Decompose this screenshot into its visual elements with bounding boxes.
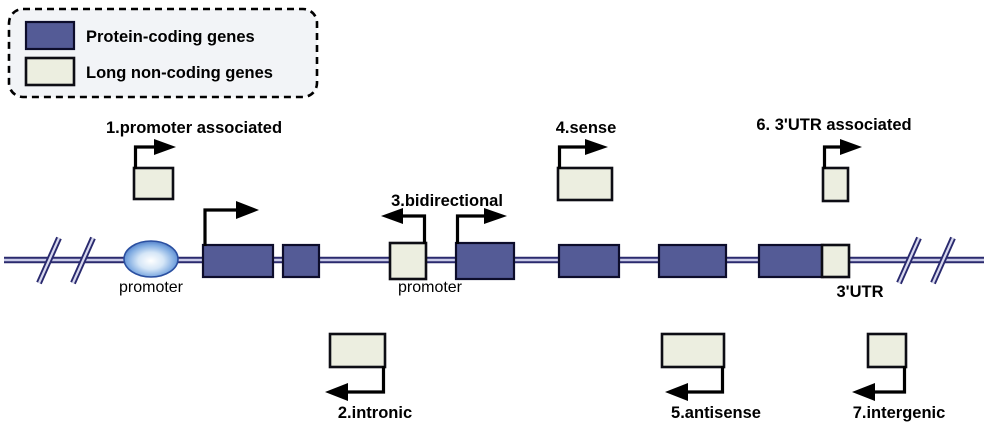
promoter-label-bidirectional: promoter <box>398 279 463 296</box>
category-3-label: 3.bidirectional <box>391 192 503 210</box>
break-marks-right <box>896 236 956 285</box>
category-2-transcript-box <box>328 332 387 369</box>
category-3-right-arrowhead <box>484 208 507 224</box>
legend-panel <box>7 7 319 99</box>
category-1-arrow-stem <box>133 145 157 169</box>
category-6-transcript-box <box>821 166 850 203</box>
category-6-arrowhead <box>840 139 862 155</box>
exon-3 <box>454 241 516 281</box>
category-3-transcript-box <box>388 241 428 281</box>
exon-2 <box>281 243 321 279</box>
three-prime-utr-label: 3'UTR <box>836 283 883 301</box>
category-7-intergenic: 7.intergenic <box>852 332 946 422</box>
category-7-arrow-stem <box>872 366 907 394</box>
category-3-bidirectional: 3.bidirectional promoter <box>381 192 507 296</box>
protein-coding-swatch <box>24 20 76 51</box>
category-7-transcript-box <box>866 332 908 369</box>
legend-label-long-non-coding: Long non-coding genes <box>86 64 273 82</box>
category-4-arrow-stem <box>557 145 588 169</box>
legend-item-long-non-coding: Long non-coding genes <box>24 56 273 87</box>
category-4-transcript-box <box>556 166 614 202</box>
category-7-arrowhead <box>852 383 875 401</box>
category-2-label: 2.intronic <box>338 404 412 422</box>
category-4-label: 4.sense <box>556 119 617 137</box>
category-6-label: 6. 3'UTR associated <box>756 116 911 134</box>
legend-item-protein-coding: Protein-coding genes <box>24 20 255 51</box>
exon-6 <box>757 243 825 279</box>
break-mark-3 <box>896 236 922 285</box>
category-1-arrowhead <box>154 139 176 155</box>
category-5-transcript-box <box>660 332 726 369</box>
category-5-antisense: 5.antisense <box>660 332 761 422</box>
exon-1 <box>201 243 275 279</box>
gene-body-exons <box>201 241 851 281</box>
category-5-arrow-stem <box>685 366 725 394</box>
gene-tss-arrowhead <box>236 201 259 219</box>
category-2-intronic: 2.intronic <box>325 332 412 422</box>
category-4-arrowhead <box>585 139 608 155</box>
gene-tss-arrow <box>203 201 259 246</box>
category-3-right-arrow-stem <box>455 214 487 244</box>
category-7-label: 7.intergenic <box>853 404 946 422</box>
break-mark-1 <box>36 236 62 285</box>
promoter-marker: promoter <box>119 240 184 296</box>
category-2-arrowhead <box>325 383 348 401</box>
category-5-arrowhead <box>665 383 688 401</box>
category-3-left-arrow-stem <box>400 214 427 244</box>
promoter-label-left: promoter <box>119 279 184 296</box>
category-1-promoter-associated: 1.promoter associated <box>106 119 282 201</box>
category-4-sense: 4.sense <box>556 119 617 202</box>
break-mark-2 <box>70 236 96 285</box>
legend: Protein-coding genes Long non-coding gen… <box>7 7 319 99</box>
category-3-left-arrowhead <box>381 208 403 224</box>
category-5-label: 5.antisense <box>671 404 761 422</box>
three-prime-utr-box <box>820 243 851 279</box>
break-marks-left <box>36 236 96 285</box>
break-mark-4 <box>930 236 956 285</box>
category-2-arrow-stem <box>345 366 386 394</box>
category-6-arrow-stem <box>822 145 843 169</box>
promoter-ellipse <box>123 240 179 278</box>
category-6-3utr-associated: 6. 3'UTR associated <box>756 116 912 203</box>
category-1-label: 1.promoter associated <box>106 119 282 137</box>
long-non-coding-swatch <box>24 56 76 87</box>
exon-5 <box>657 243 728 279</box>
category-1-transcript-box <box>132 166 175 201</box>
legend-label-protein-coding: Protein-coding genes <box>86 28 255 46</box>
exon-4 <box>557 243 621 279</box>
